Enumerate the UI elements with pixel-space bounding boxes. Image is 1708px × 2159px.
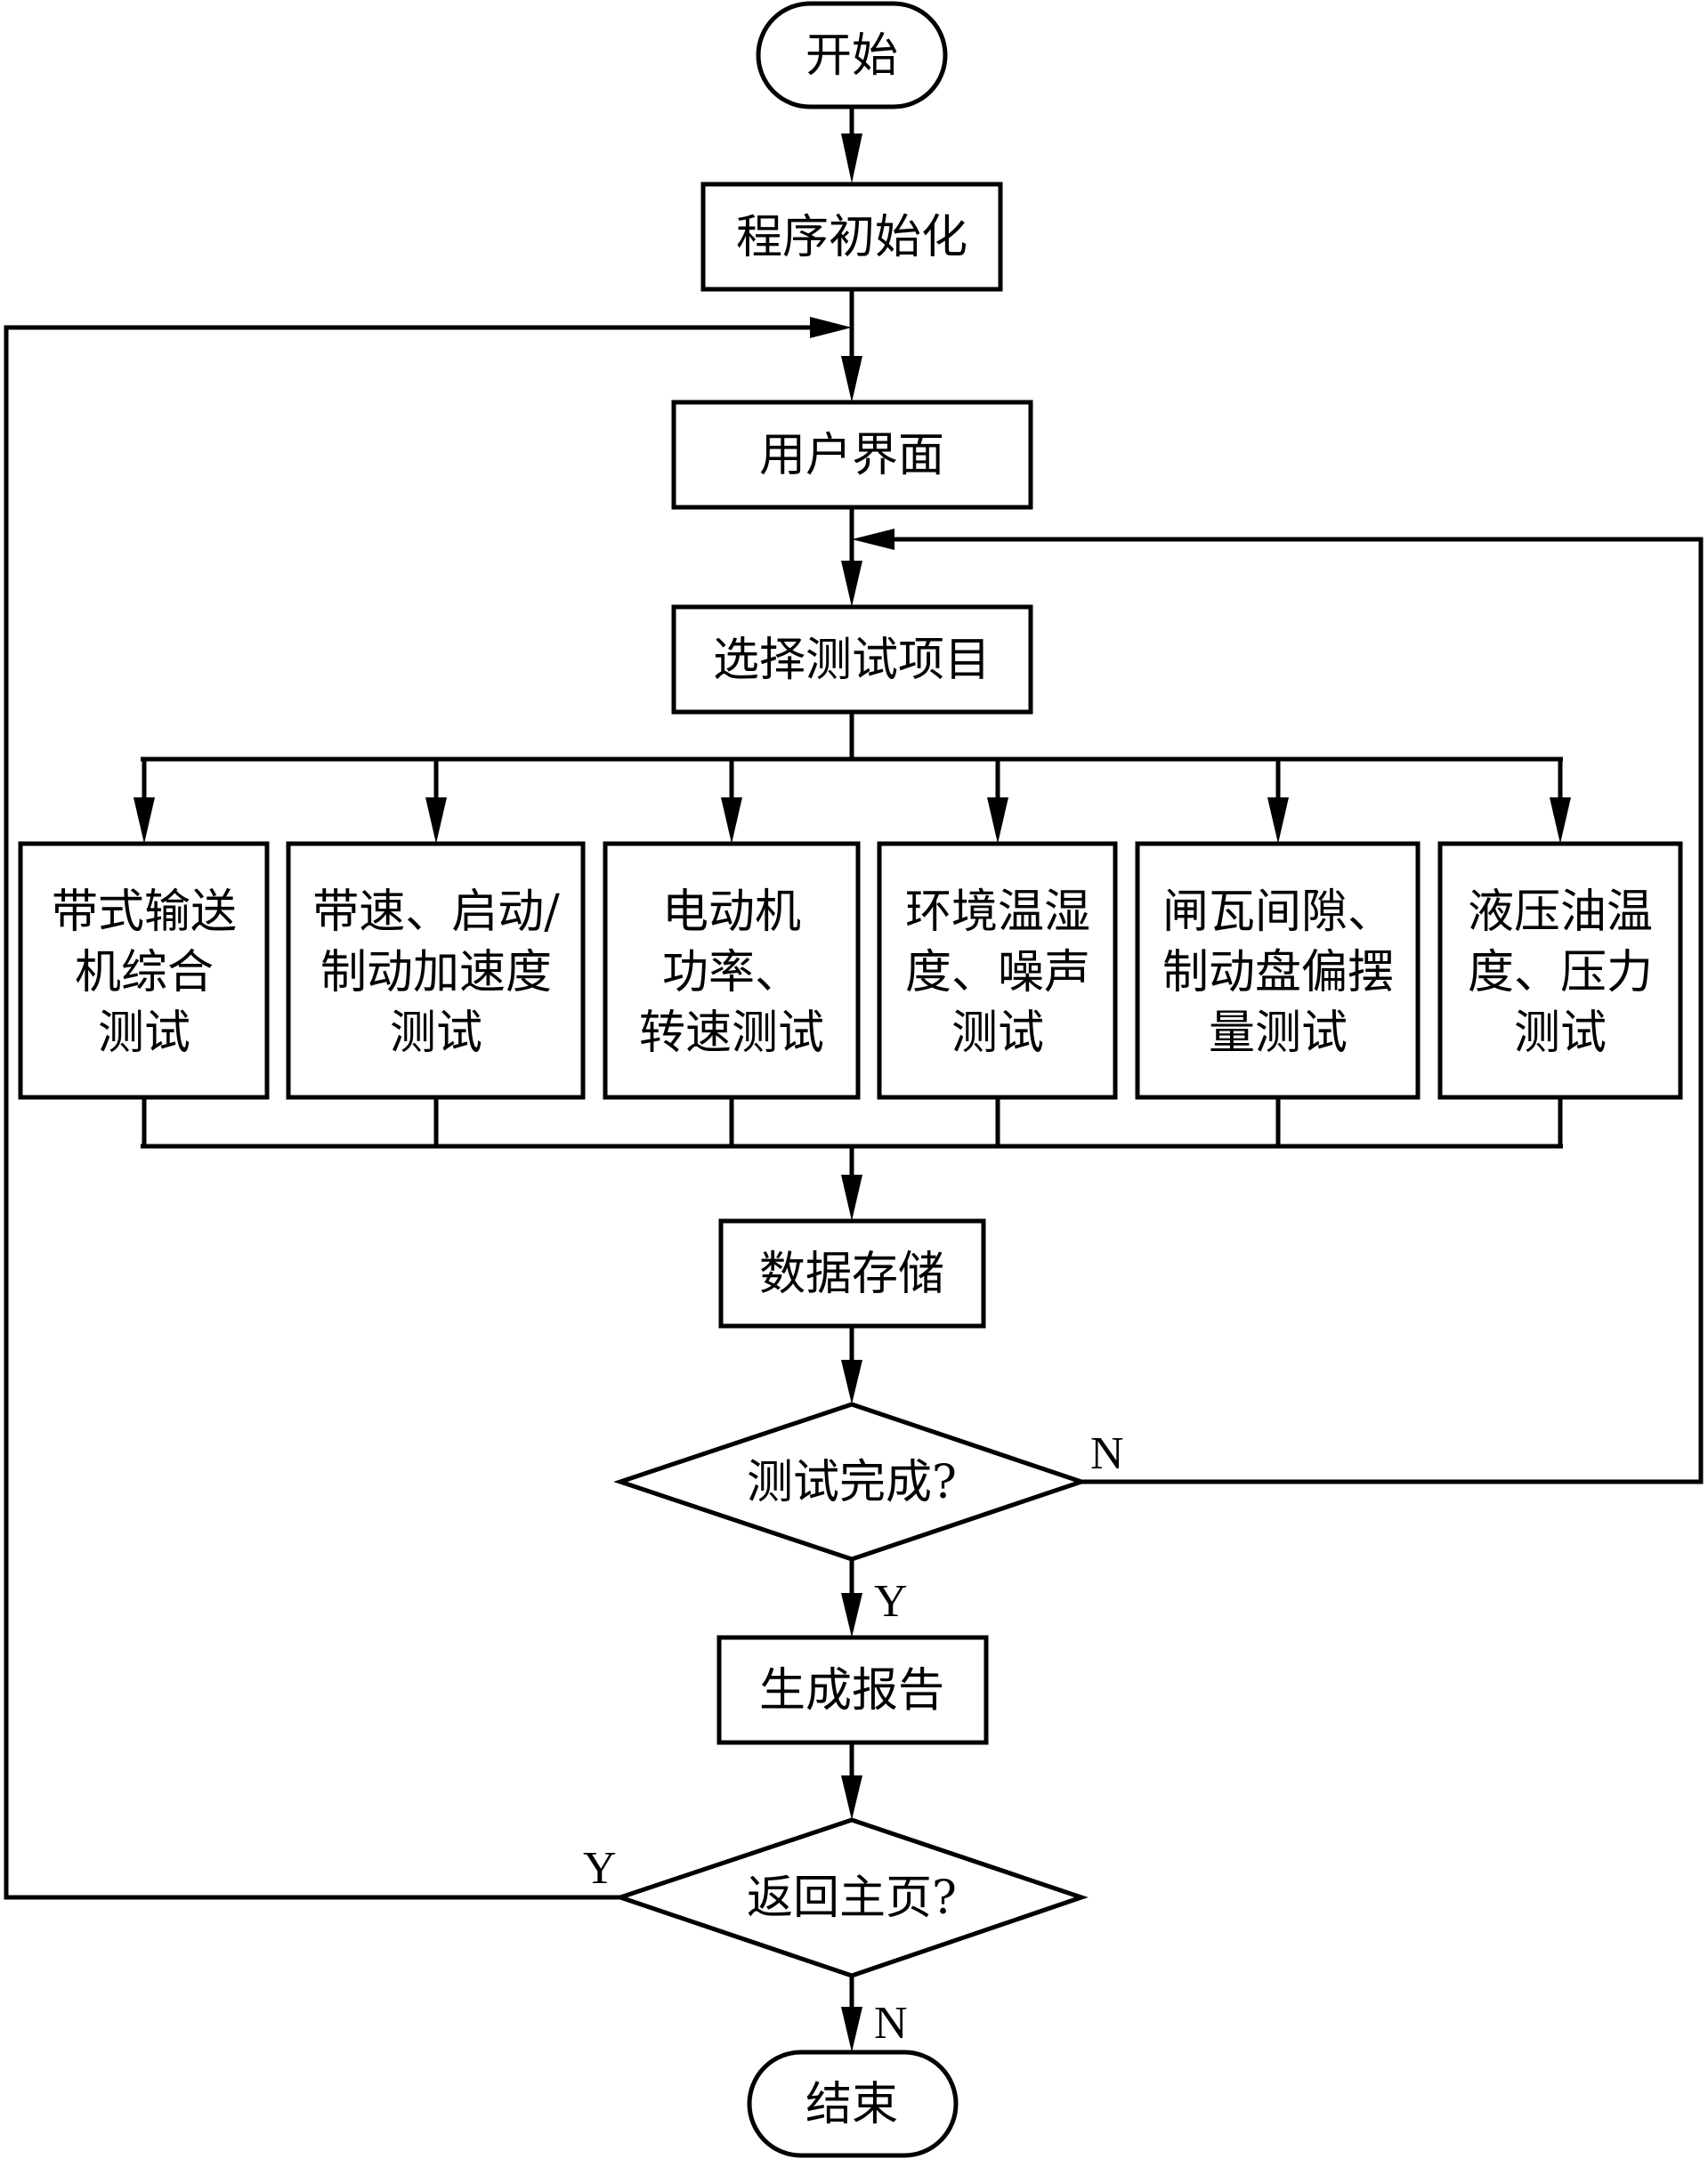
test-item-label-line: 电动机 xyxy=(662,885,801,939)
decision-home-no-label: N xyxy=(874,1998,908,2049)
arrow-branch-test-4 xyxy=(987,797,1008,844)
decision-home-label: 返回主页? xyxy=(747,1872,957,1925)
node-start: 开始 xyxy=(756,1,948,109)
decision-complete-label: 测试完成? xyxy=(747,1456,957,1509)
node-store-label: 数据存储 xyxy=(759,1248,944,1301)
decision-home: 返回主页? xyxy=(613,1817,1089,1978)
test-item-label-line: 环境温湿 xyxy=(905,885,1090,939)
node-report-label: 生成报告 xyxy=(759,1664,944,1718)
arrow-merge-store xyxy=(841,1175,862,1221)
arrow-home-loop xyxy=(810,317,852,338)
arrow-branch-test-3 xyxy=(721,797,742,844)
decision-home-yes-label: Y xyxy=(583,1843,617,1894)
arrow-branch-test-1 xyxy=(134,797,155,844)
test-item-label-line: 功率、 xyxy=(662,946,801,999)
test-item-label-line: 测试 xyxy=(98,1007,190,1060)
node-end-label: 结束 xyxy=(805,2078,898,2131)
node-end: 结束 xyxy=(747,2050,959,2158)
arrow-home-end xyxy=(841,2007,862,2052)
test-item-label-line: 转速测试 xyxy=(639,1007,824,1060)
arrow-start-init xyxy=(841,133,862,183)
arrow-init-ui xyxy=(841,356,862,402)
decision-complete: 测试完成? xyxy=(613,1402,1089,1562)
node-ui: 用户界面 xyxy=(671,400,1033,510)
test-items: 带式输送机综合测试带速、启动/制动加速度测试电动机功率、转速测试环境温湿度、噪声… xyxy=(18,841,1683,1100)
test-item-label-line: 闸瓦间隙、 xyxy=(1162,885,1394,939)
test-item-label-line: 度、噪声 xyxy=(905,946,1090,999)
node-store: 数据存储 xyxy=(718,1218,986,1329)
arrow-report-home xyxy=(841,1775,862,1820)
test-item-label-line: 量测试 xyxy=(1209,1007,1348,1060)
arrow-complete-loop xyxy=(852,529,894,550)
test-item-label-line: 测试 xyxy=(390,1007,482,1060)
test-item-label-line: 带式输送 xyxy=(52,885,237,939)
arrow-branch-test-6 xyxy=(1550,797,1571,844)
test-item-label-line: 液压油温 xyxy=(1468,885,1653,939)
decision-complete-yes-label: Y xyxy=(874,1576,908,1627)
test-item-label-line: 制动盘偏摆 xyxy=(1162,946,1394,999)
arrow-complete-report xyxy=(841,1593,862,1637)
node-init: 程序初始化 xyxy=(700,182,1003,292)
test-item-label-line: 测试 xyxy=(951,1007,1044,1060)
node-ui-label: 用户界面 xyxy=(759,429,944,482)
test-item-label-line: 机综合 xyxy=(75,946,214,999)
test-item-label-line: 带速、启动/ xyxy=(312,885,560,939)
test-item-label-line: 测试 xyxy=(1514,1007,1607,1060)
decision-complete-no-label: N xyxy=(1090,1428,1124,1479)
arrow-ui-select xyxy=(841,561,862,607)
edge-complete-no-loop xyxy=(894,537,1704,1484)
test-item-label-line: 度、压力 xyxy=(1468,946,1653,999)
node-select: 选择测试项目 xyxy=(671,604,1033,715)
node-init-label: 程序初始化 xyxy=(736,211,967,264)
edges xyxy=(4,107,1704,2052)
edge-home-yes-loop xyxy=(4,325,810,1900)
node-start-label: 开始 xyxy=(805,29,898,83)
node-report: 生成报告 xyxy=(716,1635,989,1745)
arrow-branch-test-5 xyxy=(1267,797,1289,844)
test-item-label-line: 制动加速度 xyxy=(320,946,552,999)
arrow-store-complete xyxy=(841,1360,862,1404)
arrow-branch-test-2 xyxy=(425,797,447,844)
node-select-label: 选择测试项目 xyxy=(713,634,991,687)
